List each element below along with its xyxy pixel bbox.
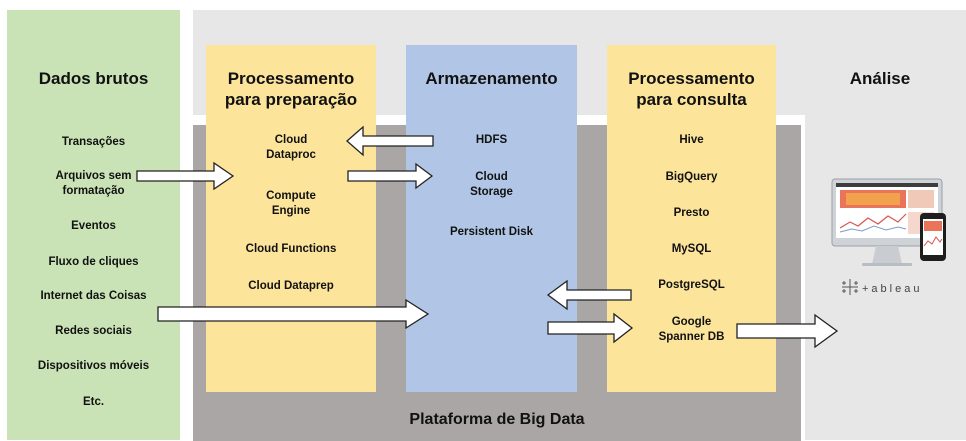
tableau-logo-icon	[842, 279, 858, 295]
prep-item-dataprep: Cloud Dataprep	[248, 280, 334, 292]
prep-panel	[206, 45, 376, 392]
arrow-icon	[347, 162, 434, 190]
arrow-icon	[157, 298, 430, 330]
raw-item-transactions: Transações	[61, 136, 126, 148]
query-item-mysql: MySQL	[671, 243, 712, 255]
arrow-icon	[546, 279, 632, 311]
phone-icon	[920, 213, 946, 261]
storage-item-cloud-storage: Cloud Storage	[470, 171, 513, 198]
monitor-icon	[831, 178, 943, 266]
platform-label: Plataforma de Big Data	[409, 411, 585, 428]
prep-item-cloud-functions: Cloud Functions	[245, 243, 337, 255]
storage-item-persistent-disk: Persistent Disk	[449, 226, 534, 238]
arrow-icon	[736, 313, 839, 349]
query-item-hive: Hive	[679, 134, 704, 146]
raw-item-clickstream: Fluxo de cliques	[48, 256, 139, 268]
raw-item-events: Eventos	[71, 220, 116, 232]
raw-item-social: Redes sociais	[55, 325, 132, 337]
arrow-icon	[547, 312, 634, 344]
arrow-icon	[136, 161, 235, 191]
query-item-postgresql: PostgreSQL	[658, 279, 725, 291]
query-item-presto: Presto	[673, 207, 710, 219]
query-heading: Processamento para consulta	[628, 69, 755, 109]
storage-heading: Armazenamento	[425, 69, 558, 88]
raw-item-unformatted-files: Arquivos sem formatação	[55, 170, 132, 197]
query-item-spanner: Google Spanner DB	[658, 316, 725, 343]
raw-item-etc: Etc.	[82, 396, 105, 408]
platform-right-strip	[801, 115, 805, 441]
raw-data-panel	[7, 10, 180, 440]
prep-item-compute-engine: Compute Engine	[266, 190, 316, 217]
raw-item-mobile: Dispositivos móveis	[37, 360, 150, 372]
query-item-bigquery: BigQuery	[665, 171, 718, 183]
arrow-icon	[346, 125, 434, 157]
prep-heading: Processamento para preparação	[224, 69, 358, 109]
storage-item-hdfs: HDFS	[475, 134, 508, 146]
raw-data-heading: Dados brutos	[38, 69, 149, 88]
prep-item-dataproc: Cloud Dataproc	[266, 134, 316, 161]
tableau-wordmark: +ableau	[862, 283, 922, 295]
analysis-heading: Análise	[849, 69, 911, 88]
raw-item-iot: Internet das Coisas	[40, 290, 147, 302]
